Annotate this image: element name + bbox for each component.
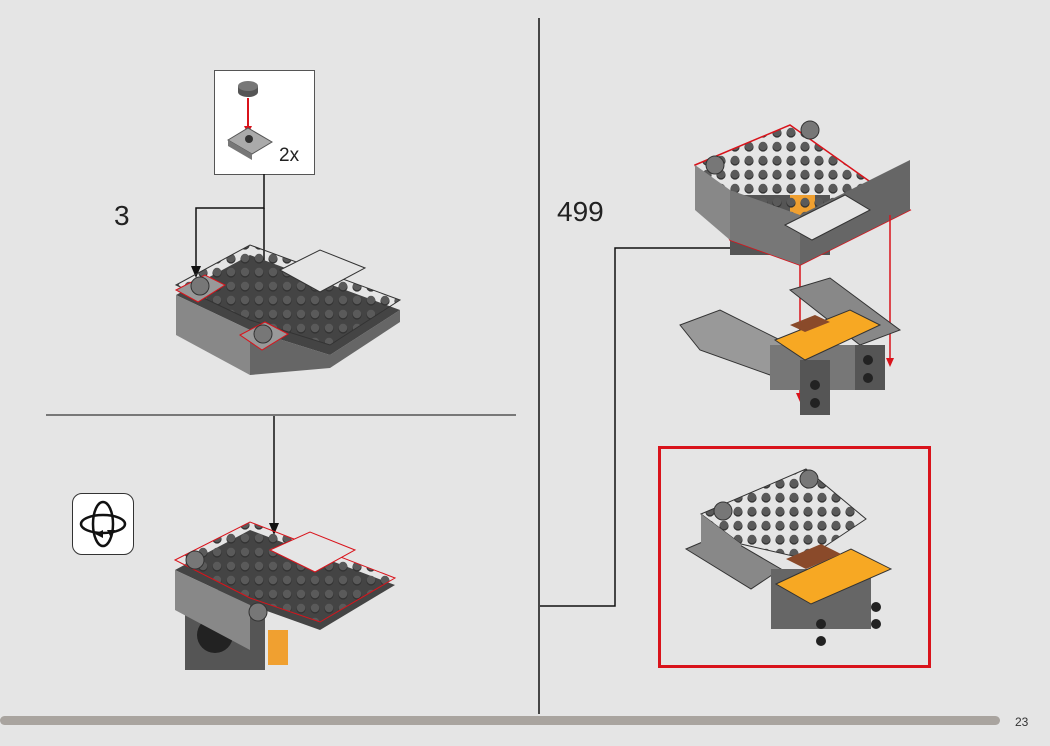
- progress-bar: [0, 716, 1000, 725]
- model-step3: [174, 244, 402, 375]
- step-number: 3: [114, 200, 130, 231]
- model-rotated: [173, 521, 397, 670]
- step-number-499: 499: [557, 196, 604, 227]
- callout-parts: [227, 81, 273, 160]
- result-preview: [658, 446, 931, 668]
- part-quantity: 2x: [279, 145, 300, 166]
- rotate-model-icon: [72, 493, 134, 555]
- page-number: 23: [1015, 715, 1029, 729]
- model-step499-top: [693, 120, 912, 402]
- model-step499-bottom: [679, 277, 902, 415]
